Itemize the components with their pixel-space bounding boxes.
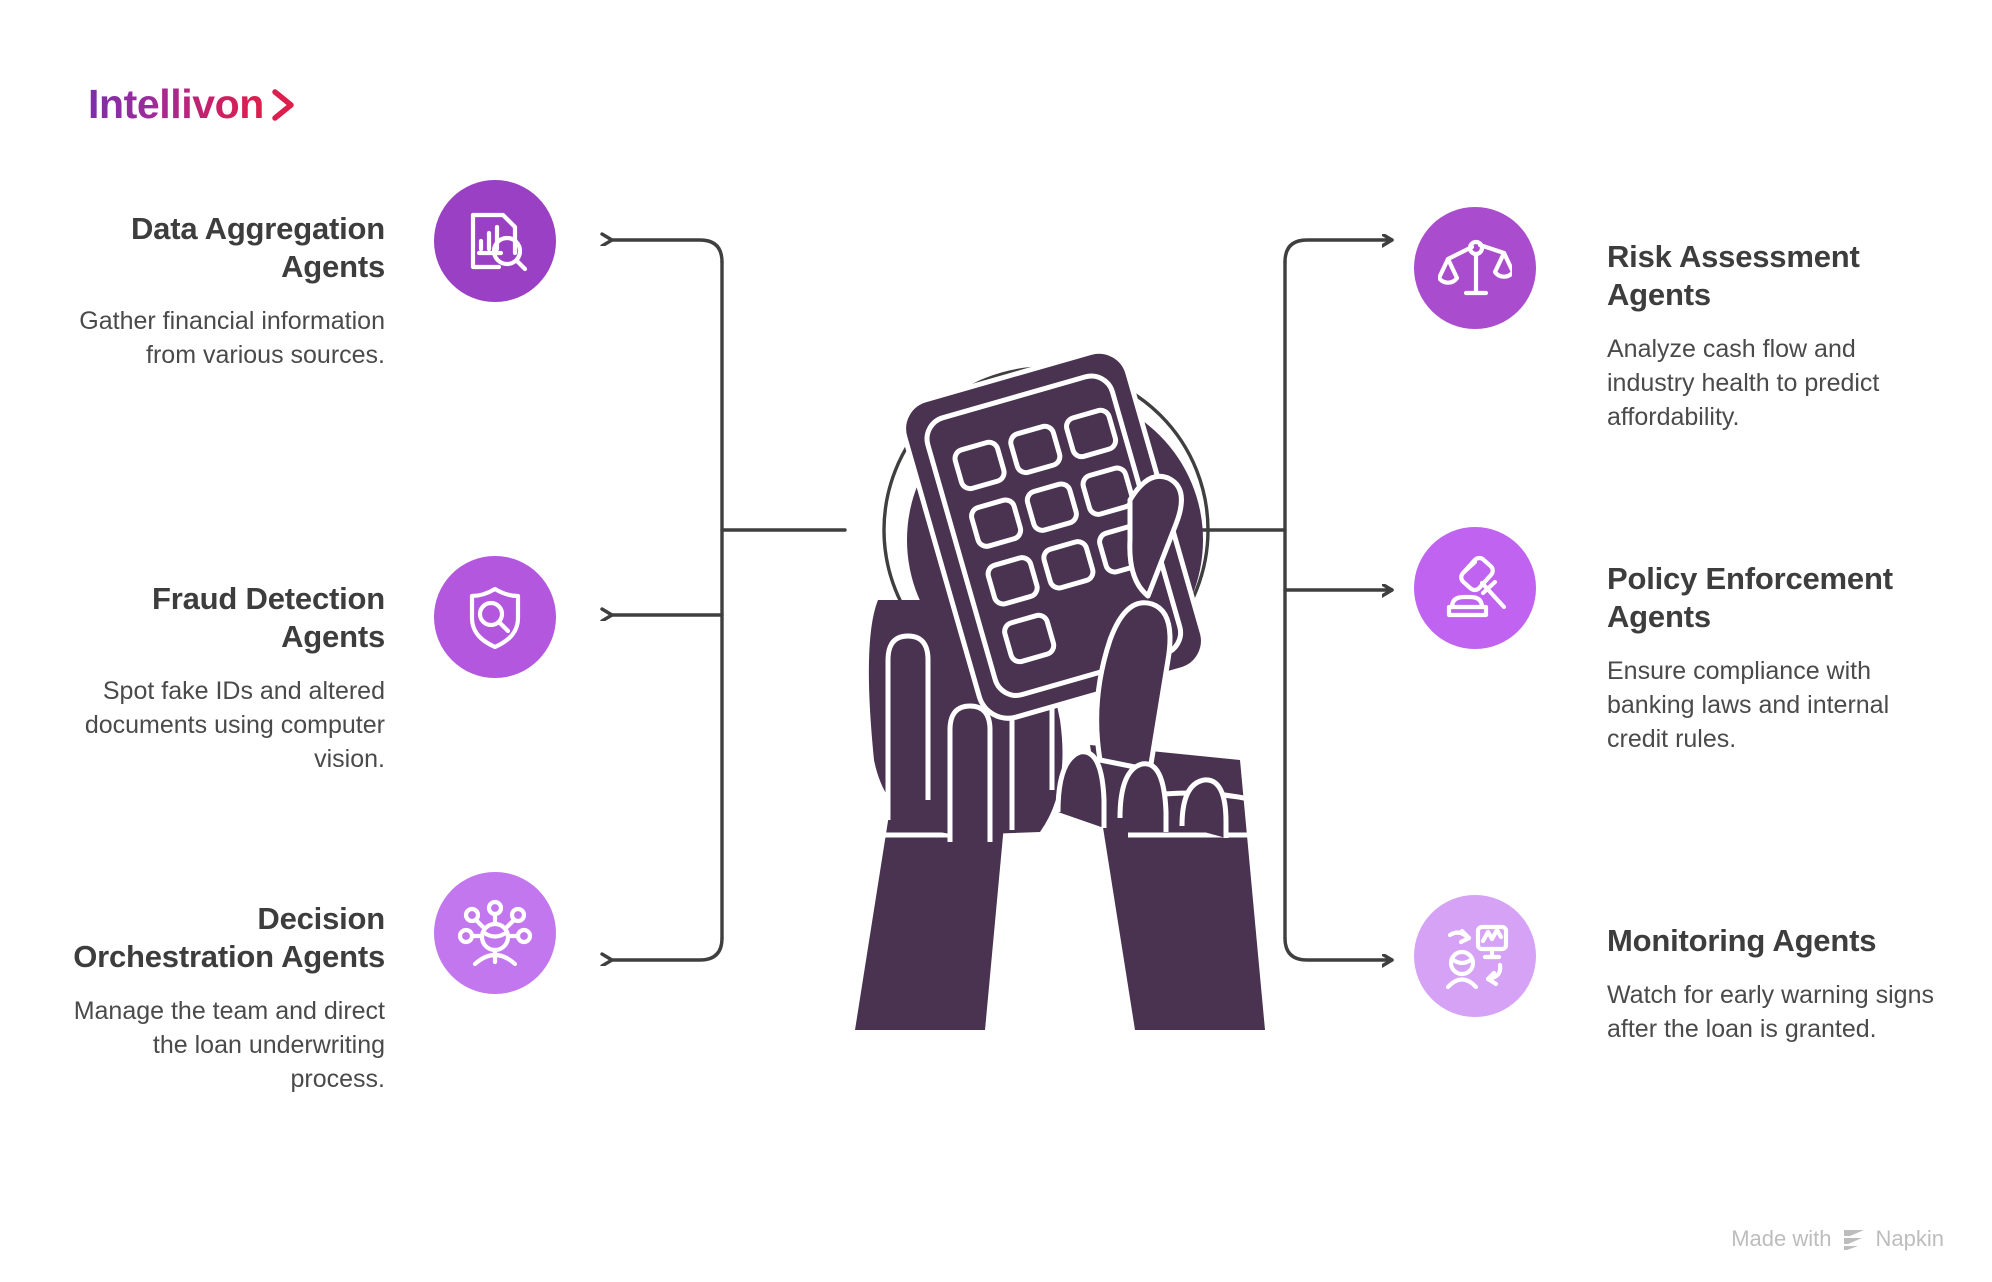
chevron-right-icon	[272, 88, 294, 121]
title-monitoring: Monitoring Agents	[1607, 923, 1877, 958]
block-risk-assessment: Risk Assessment Agents Analyze cash flow…	[1607, 238, 1937, 434]
person-network-nodes-icon	[458, 899, 532, 967]
center-ring-outline	[882, 366, 1210, 694]
icon-decision-orchestration[interactable]	[434, 872, 556, 994]
connector-left-branch-3	[612, 936, 724, 960]
description-decision-orchestration: Manage the team and direct the loan unde…	[73, 996, 385, 1094]
center-disc	[907, 392, 1203, 688]
made-with-napkin-footer: Made with Napkin	[1731, 1226, 1944, 1252]
icon-monitoring[interactable]	[1414, 895, 1536, 1017]
description-risk-assessment: Analyze cash flow and industry health to…	[1607, 334, 1880, 432]
document-chart-search-icon	[470, 212, 528, 272]
block-decision-orchestration: Decision Orchestration Agents Manage the…	[55, 900, 385, 1096]
title-risk-assessment: Risk Assessment Agents	[1607, 239, 1860, 312]
title-fraud-detection: Fraud Detection Agents	[152, 581, 385, 654]
gavel-icon	[1446, 555, 1507, 618]
title-policy-enforcement: Policy Enforcement Agents	[1607, 561, 1893, 634]
description-monitoring: Watch for early warning signs after the …	[1607, 980, 1934, 1044]
icon-policy-enforcement[interactable]	[1414, 527, 1536, 649]
description-data-aggregation: Gather financial information from variou…	[79, 306, 385, 369]
brand-wordmark: Intellivon	[88, 81, 264, 127]
calculator-body	[901, 348, 1206, 721]
hands-and-calculator	[855, 348, 1265, 1030]
title-decision-orchestration: Decision Orchestration Agents	[73, 901, 385, 974]
balance-scales-icon	[1438, 239, 1512, 296]
shield-search-icon	[469, 586, 521, 650]
footer-made-with-label: Made with	[1731, 1226, 1832, 1251]
footer-product-label: Napkin	[1875, 1226, 1944, 1251]
brand-logo: Intellivon	[88, 84, 296, 125]
napkin-logo-icon	[1843, 1230, 1864, 1250]
icon-fraud-detection[interactable]	[434, 556, 556, 678]
block-data-aggregation: Data Aggregation Agents Gather financial…	[55, 210, 385, 372]
icon-data-aggregation[interactable]	[434, 180, 556, 302]
connector-right-branch-3	[1283, 936, 1394, 960]
block-monitoring: Monitoring Agents Watch for early warnin…	[1607, 922, 1937, 1046]
description-policy-enforcement: Ensure compliance with banking laws and …	[1607, 656, 1890, 754]
block-policy-enforcement: Policy Enforcement Agents Ensure complia…	[1607, 560, 1937, 756]
icon-risk-assessment[interactable]	[1414, 207, 1536, 329]
person-monitor-refresh-icon	[1445, 924, 1509, 990]
block-fraud-detection: Fraud Detection Agents Spot fake IDs and…	[55, 580, 385, 776]
title-data-aggregation: Data Aggregation Agents	[130, 211, 385, 284]
description-fraud-detection: Spot fake IDs and altered documents usin…	[84, 676, 385, 774]
connector-left-branch-1	[612, 240, 724, 264]
connector-right-branch-1	[1283, 240, 1394, 264]
